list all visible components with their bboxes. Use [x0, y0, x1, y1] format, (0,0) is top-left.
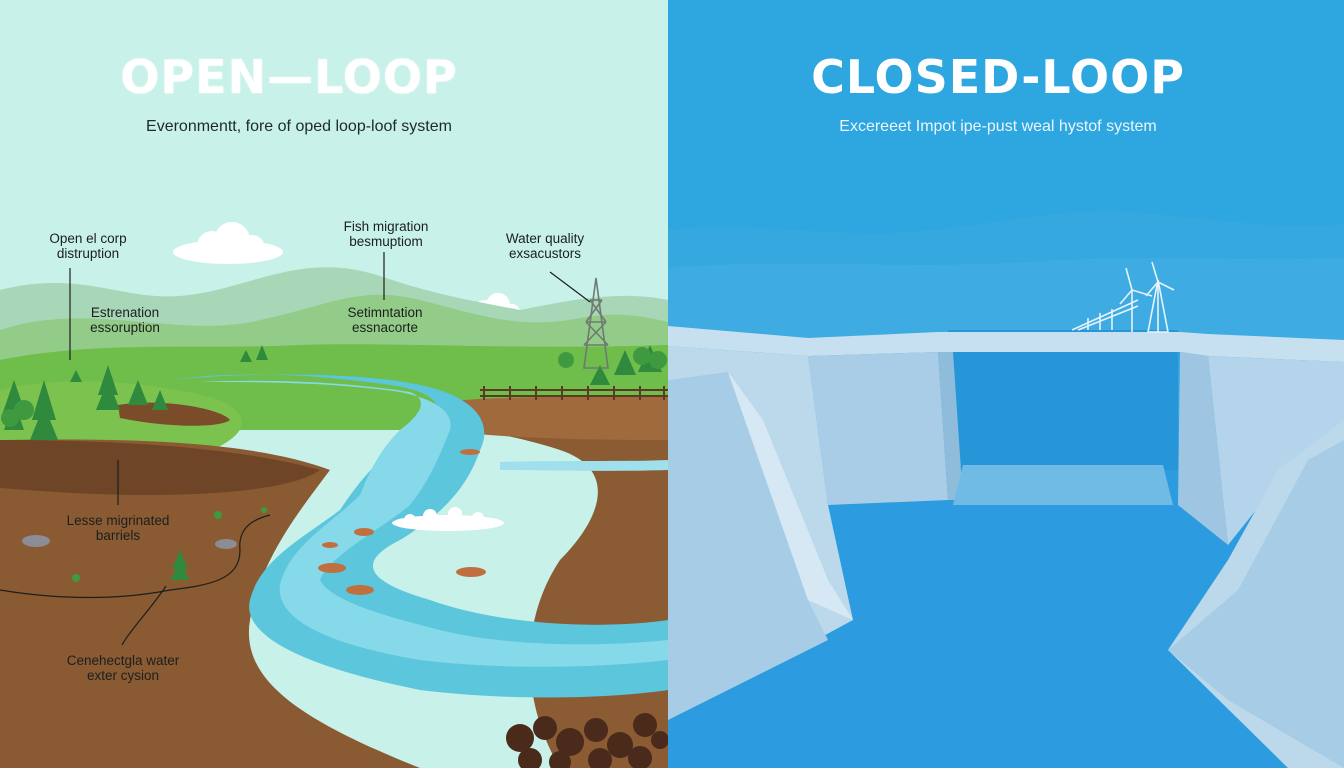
label-water-quality: Water quality exsacustors [505, 231, 585, 261]
bushes [1, 347, 667, 582]
closed-loop-panel: CLOSED-LOOP Excereeet Impot ipe-pust wea… [668, 0, 1344, 768]
closed-loop-scene [668, 0, 1344, 768]
label-setimntation: Setimntation essnacorte [347, 305, 423, 335]
label-open-el-corp-distruption: Open el corp distruption [49, 231, 127, 261]
concrete-wall [808, 352, 948, 505]
soil [0, 439, 420, 768]
soil [0, 440, 320, 495]
label-fish-migration: Fish migration besmuptiom [343, 219, 429, 249]
concrete-wall [938, 352, 963, 500]
transmission-tower [583, 277, 609, 369]
label-cenehectgla-water: Cenehectgla water exter cysion [66, 653, 180, 683]
cloud [173, 222, 283, 264]
concrete-wall [1208, 356, 1344, 545]
concrete-wall [1168, 440, 1344, 768]
concrete-floor [953, 465, 1173, 505]
wind-turbines [1071, 261, 1175, 333]
closed-loop-subtitle: Excereeet Impot ipe-pust weal hystof sys… [839, 118, 1157, 135]
soil [118, 402, 230, 426]
open-loop-scene [0, 0, 668, 768]
river-foam [392, 507, 504, 531]
hills [668, 258, 1344, 340]
dam-opening [948, 330, 1178, 470]
open-loop-title: OPEN—LOOP [120, 50, 458, 104]
rocks [506, 713, 668, 768]
concrete-wall [1178, 352, 1228, 545]
fence [480, 386, 668, 400]
leader-lines [0, 252, 591, 646]
concrete-wall [728, 372, 853, 620]
concrete-top [668, 326, 1344, 362]
label-lesse-migrinated-barriels: Lesse migrinated barriels [66, 513, 170, 543]
concrete-wall [668, 372, 828, 720]
soil [430, 395, 668, 440]
animal [22, 535, 237, 549]
fish [318, 449, 486, 595]
open-loop-subtitle: Everonmentt, fore of oped loop-loof syst… [146, 118, 452, 135]
river [200, 380, 668, 667]
open-loop-panel: OPEN—LOOP Everonmentt, fore of oped loop… [0, 0, 668, 768]
label-estrenation: Estrenation essoruption [90, 305, 160, 335]
closed-loop-title: CLOSED-LOOP [811, 50, 1185, 104]
river [500, 460, 668, 471]
